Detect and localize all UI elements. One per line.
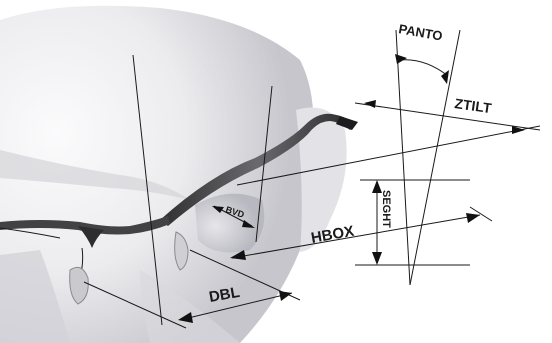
label-seght: SEGHT [380,190,392,228]
panto-line-2 [410,30,460,285]
label-panto: PANTO [397,21,443,43]
panto-line-1 [396,30,410,285]
ztilt-arrow-left [364,100,376,108]
seght-arrow-bottom [372,252,382,265]
ztilt-line-1 [355,103,540,130]
eye-socket [195,194,264,253]
panto-arc [400,60,448,76]
panto-arrow-left [395,54,407,64]
label-ztilt: ZTILT [454,95,493,116]
hbox-arrow-right [466,213,480,223]
face-render [0,6,347,343]
